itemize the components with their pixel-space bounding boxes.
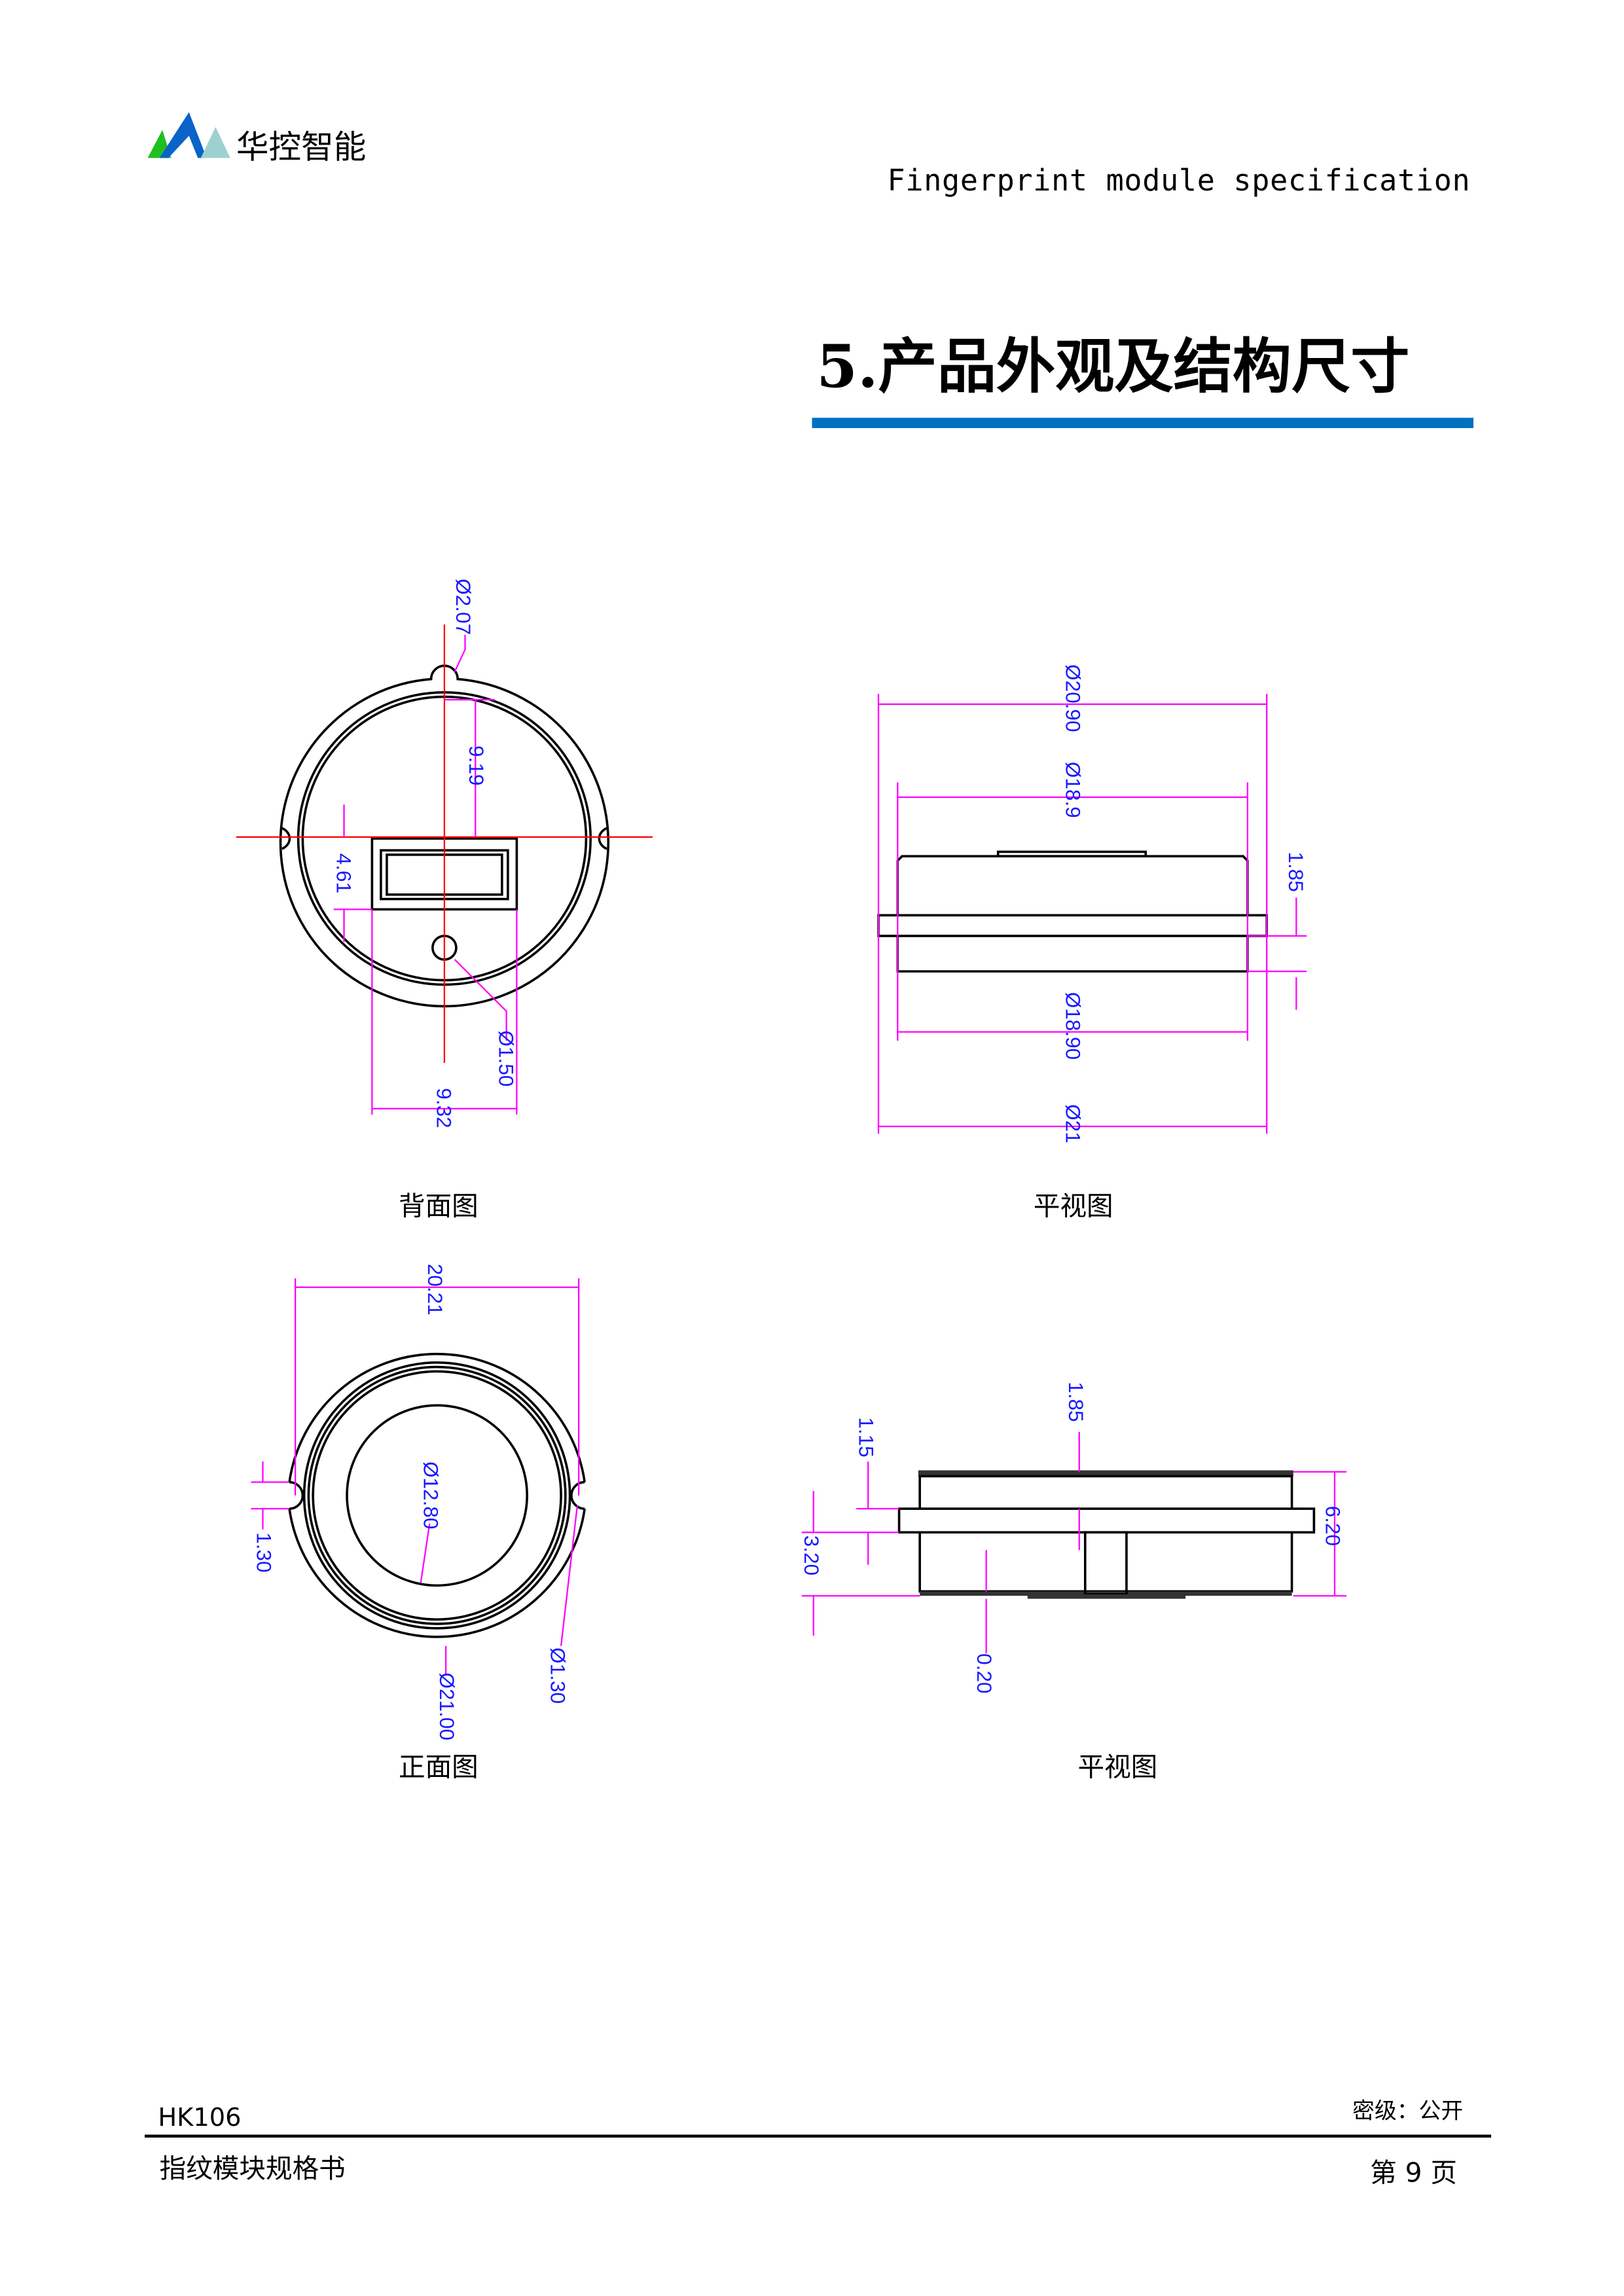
footer-model: HK106 — [158, 2104, 242, 2134]
caption-back-view: 背面图 — [398, 1191, 478, 1221]
dim-sensor-dia: Ø12.80 — [419, 1462, 442, 1530]
company-name: 华控智能 — [236, 130, 367, 167]
back-view-drawing: Ø2.07 9.19 4.61 Ø1.50 9.32 — [236, 579, 653, 1128]
dim-notch-dia: Ø1.30 — [546, 1647, 569, 1704]
dim-center-to-window: 9.19 — [465, 745, 488, 785]
footer-divider — [145, 2134, 1492, 2137]
dim-window-width: 9.32 — [433, 1088, 456, 1128]
side-view-2-drawing: 1.85 1.15 3.20 6.20 0.20 — [800, 1382, 1347, 1694]
dim-lower-dia: Ø18.90 — [1061, 992, 1085, 1060]
dim-lower-height: 1.85 — [1284, 852, 1308, 891]
dim-bottom-step: 0.20 — [973, 1653, 996, 1693]
dim-window-height: 4.61 — [332, 853, 355, 893]
dim-notch-width: 1.30 — [252, 1532, 276, 1572]
caption-side-view-1: 平视图 — [1033, 1191, 1113, 1221]
dim-lower-height: 3.20 — [800, 1535, 823, 1575]
caption-front-view: 正面图 — [398, 1752, 478, 1782]
footer-page-number: 第 9 页 — [1370, 2158, 1457, 2189]
dim-total-height: 6.20 — [1321, 1506, 1344, 1546]
dim-upper-dia: Ø18.9 — [1061, 762, 1085, 818]
dim-flange-thickness: 1.15 — [855, 1417, 878, 1457]
dim-top-dia: Ø20.90 — [1061, 664, 1085, 732]
footer-classification: 密级：公开 — [1352, 2098, 1464, 2125]
dim-notch-dia: Ø2.07 — [452, 579, 475, 635]
dim-outer-dia: Ø21.00 — [435, 1672, 459, 1740]
dim-width: 20.21 — [424, 1264, 447, 1316]
document-header-title: Fingerprint module specification — [887, 162, 1471, 198]
company-logo-icon — [147, 112, 230, 158]
section-title: 5.产品外观及结构尺寸 — [816, 332, 1410, 402]
front-view-drawing: 20.21 1.30 Ø12.80 Ø21.00 Ø1.30 — [251, 1264, 586, 1740]
dim-flange-dia: Ø21 — [1061, 1104, 1085, 1143]
side-view-1-drawing: Ø20.90 Ø18.9 Ø18.90 Ø21 1.85 — [877, 664, 1308, 1143]
caption-side-view-2: 平视图 — [1077, 1752, 1158, 1782]
dim-upper-height: 1.85 — [1064, 1382, 1088, 1422]
dim-hole-dia: Ø1.50 — [494, 1030, 518, 1086]
footer-doc-name: 指纹模块规格书 — [159, 2153, 346, 2185]
title-underline — [812, 418, 1473, 429]
